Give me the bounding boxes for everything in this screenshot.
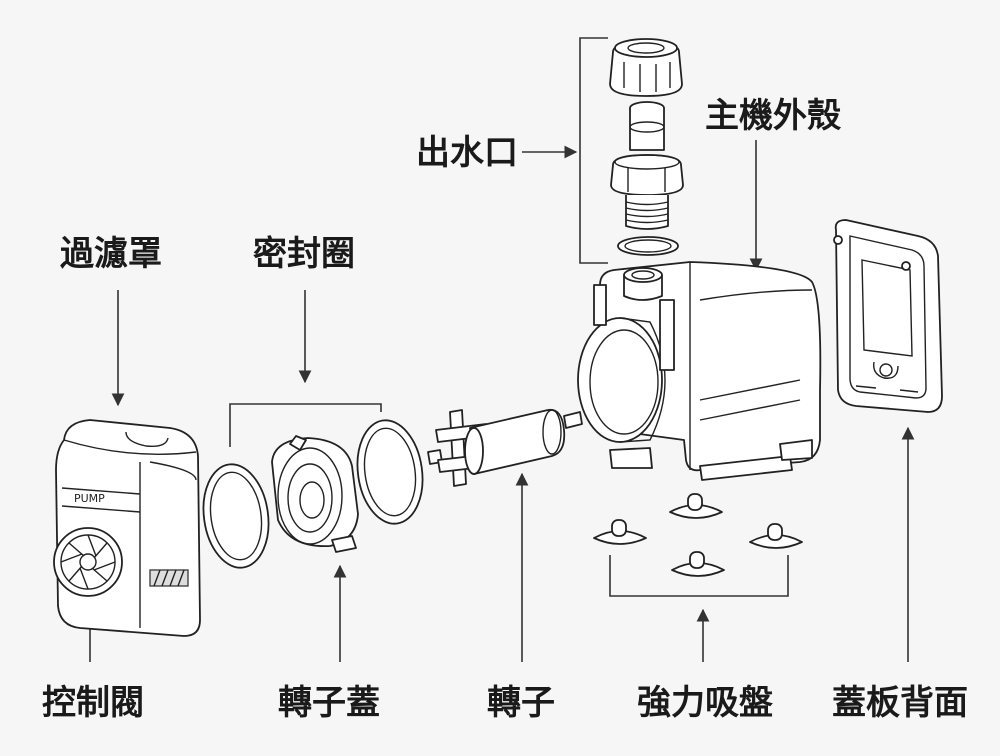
- suction-cup: [749, 523, 803, 549]
- back-cover-plate: [833, 219, 943, 413]
- label-main-housing: 主機外殼: [705, 96, 842, 136]
- label-outlet: 出水口: [416, 133, 518, 173]
- pump-text: PUMP: [74, 492, 105, 505]
- suction-cup: [671, 551, 725, 577]
- label-back-cover-plate: 蓋板背面: [832, 683, 968, 723]
- label-rotor-cover: 轉子蓋: [278, 683, 380, 723]
- label-suction-cups: 強力吸盤: [637, 683, 773, 723]
- seal-rings: [202, 419, 424, 569]
- filter-cover: PUMP: [53, 419, 201, 637]
- rotor-cover: [271, 435, 359, 553]
- suction-cup: [593, 519, 647, 545]
- label-seal-ring: 密封圈: [253, 234, 355, 274]
- label-filter-cover: 過濾罩: [60, 234, 162, 274]
- suction-cup: [669, 493, 723, 519]
- suction-cups: [593, 493, 803, 577]
- label-rotor: 轉子: [487, 683, 555, 723]
- rotor: [427, 408, 583, 487]
- main-housing: [577, 261, 822, 481]
- label-control-valve: 控制閥: [42, 683, 144, 723]
- outlet-assembly: [609, 38, 684, 256]
- leader-lines: [83, 37, 915, 662]
